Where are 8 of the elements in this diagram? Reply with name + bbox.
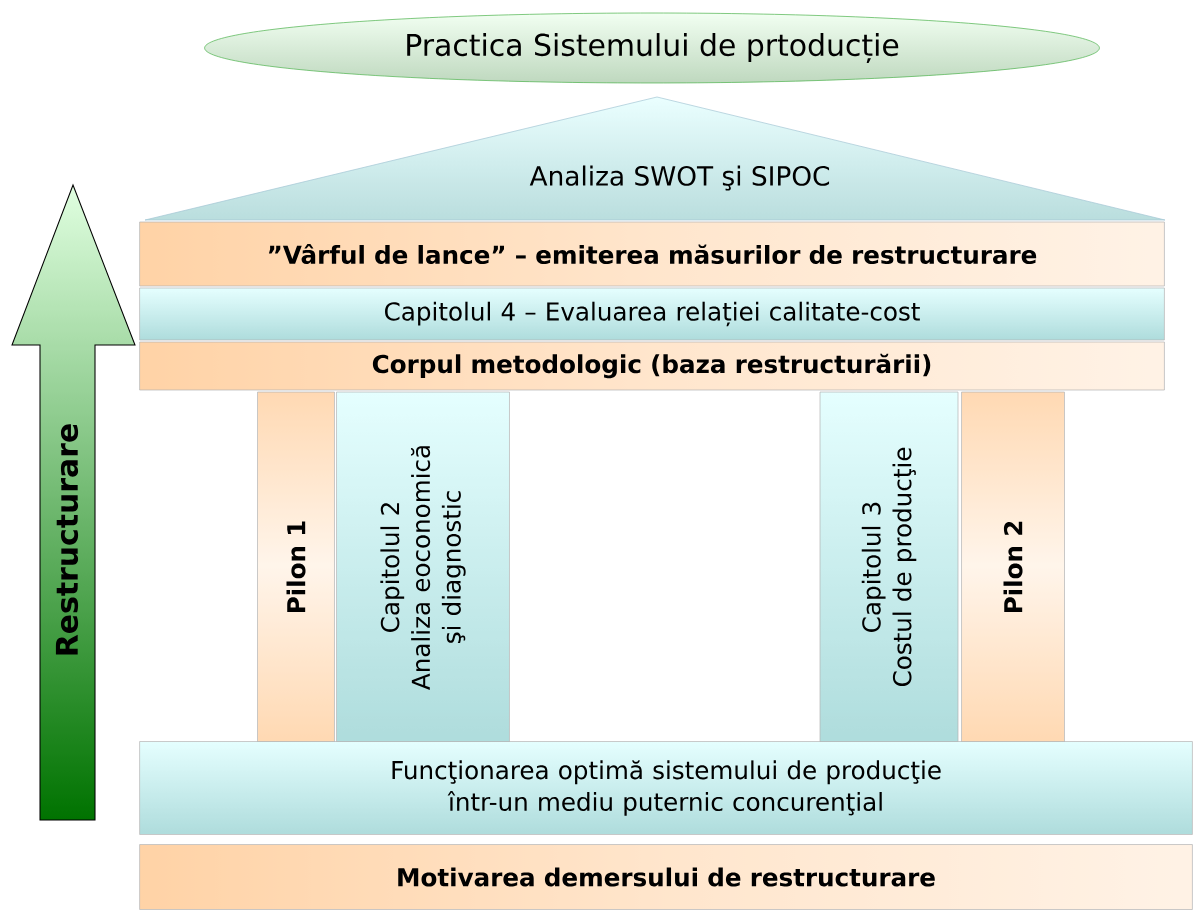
- band: Capitolul 4 – Evaluarea relației calitate-cost: [139, 287, 1165, 341]
- pillar: Pilon 2: [961, 391, 1065, 743]
- pillar: Pilon 1: [257, 391, 335, 743]
- pillar: Capitolul 3 Costul de producţie: [819, 391, 959, 743]
- base-band: Motivarea demersului de restructurare: [139, 844, 1193, 910]
- band: ”Vârful de lance” – emiterea măsurilor de restructurare: [139, 221, 1165, 287]
- roof-triangle: Analiza SWOT şi SIPOC: [144, 96, 1166, 221]
- band: Corpul metodologic (baza restructurării): [139, 341, 1165, 391]
